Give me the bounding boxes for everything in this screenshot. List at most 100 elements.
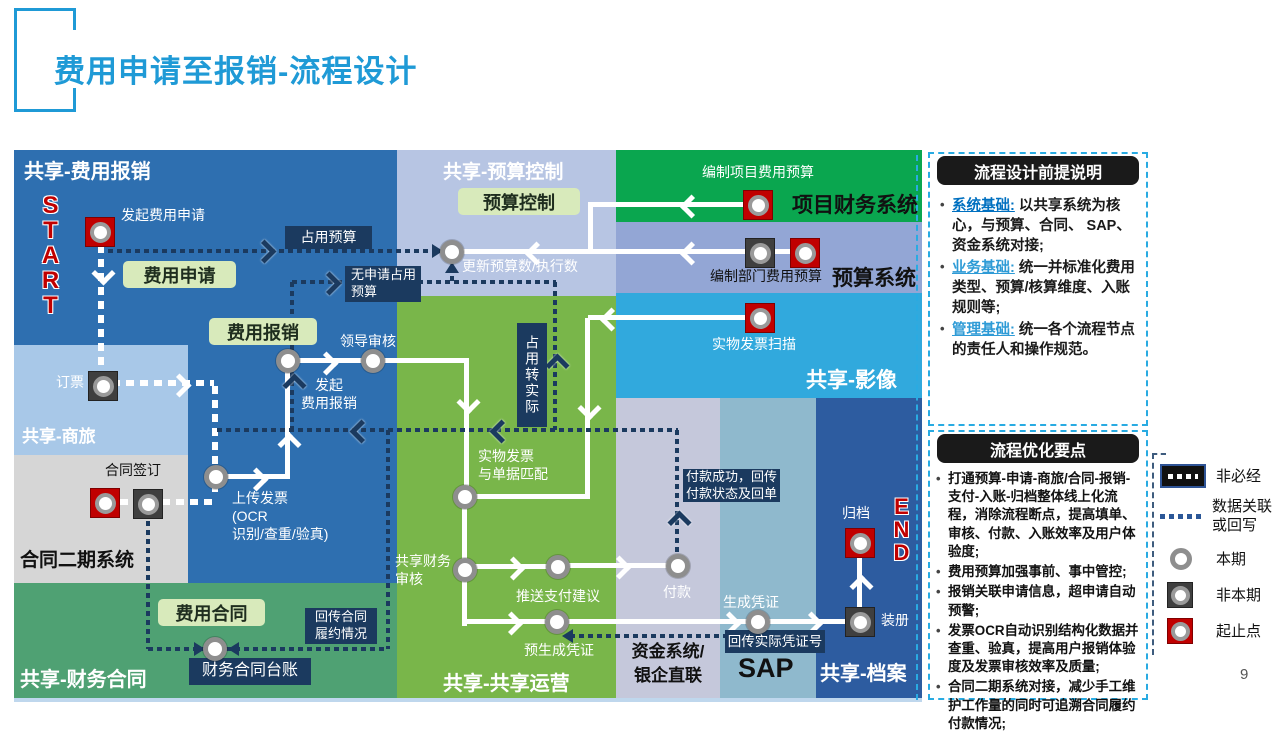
panel-optimize-body: •打通预算-申请-商旅/合同-报销-支付-入账-归档整体线上化流程，消除流程断点… bbox=[936, 470, 1142, 735]
region-label-imaging: 共享-影像 bbox=[806, 369, 897, 392]
flow-voucher-to-binding bbox=[758, 619, 860, 624]
tag-return-voucher: 回传实际凭证号 bbox=[725, 630, 825, 653]
step-push-payment: 推送支付建议 bbox=[516, 588, 600, 604]
flow-deptbudget-left bbox=[452, 249, 805, 254]
start-marker: START bbox=[37, 192, 64, 317]
flow-prevoucher-to-voucher bbox=[557, 619, 758, 624]
legend-current-icon bbox=[1170, 548, 1192, 570]
diagram-bottom-strip bbox=[14, 698, 922, 702]
node-binding bbox=[845, 607, 875, 637]
optimize-bullet: •打通预算-申请-商旅/合同-报销-支付-入账-归档整体线上化流程，消除流程断点… bbox=[936, 470, 1142, 561]
flow-binding-to-archive bbox=[857, 543, 862, 622]
region-label-budgetctl: 共享-预算控制 bbox=[443, 162, 564, 183]
region-label-fincontract: 共享-财务合同 bbox=[20, 669, 147, 691]
flow-upload-to-reimb-h bbox=[216, 474, 290, 479]
legend-datalink-icon bbox=[1160, 514, 1202, 519]
node-contract-start bbox=[90, 488, 120, 518]
step-invoice-scan: 实物发票扫描 bbox=[712, 336, 796, 352]
region-label-projfin: 项目财务系统 bbox=[792, 194, 918, 217]
node-dept-budget bbox=[745, 238, 775, 268]
optional-start-to-booking bbox=[98, 245, 104, 370]
title-bracket bbox=[14, 8, 17, 112]
arrowhead-left-icon bbox=[228, 642, 239, 656]
step-binding: 装册 bbox=[881, 612, 909, 628]
bullet-icon: • bbox=[936, 679, 941, 695]
link-return-voucher-no bbox=[570, 634, 758, 638]
bullet-icon: • bbox=[940, 259, 945, 274]
premise-bullet: •系统基础: 以共享系统为核心，与预算、合同、 SAP、资金系统对接; bbox=[940, 197, 1131, 254]
flow-leader-right bbox=[373, 358, 469, 363]
link-to-ledger-left bbox=[148, 647, 204, 651]
tag-pay-success: 付款成功，回传付款状态及回单 bbox=[683, 469, 780, 502]
region-label-operations: 共享-共享运营 bbox=[443, 673, 570, 695]
node-init-reimb bbox=[276, 349, 300, 373]
legend-noncurrent-icon bbox=[1167, 582, 1193, 608]
arrowhead-up-icon bbox=[445, 262, 459, 273]
tag-expense-request: 费用申请 bbox=[123, 261, 236, 288]
legend-optional-label: 非必经 bbox=[1216, 468, 1262, 485]
flow-projbudget-down bbox=[588, 202, 593, 253]
step-pre-voucher: 预生成凭证 bbox=[524, 642, 594, 658]
bullet-icon: • bbox=[936, 584, 941, 600]
optimize-bullet: •合同二期系统对接，减少手工维护工作量的同时可追溯合同履约付款情况; bbox=[936, 678, 1142, 733]
region-label-treasury: 资金系统/银企直联 bbox=[631, 642, 705, 685]
panel-premise-title: 流程设计前提说明 bbox=[937, 156, 1139, 185]
title-bracket-top bbox=[14, 8, 76, 11]
end-marker: END bbox=[889, 494, 914, 563]
optimize-bullet: •费用预算加强事前、事中管控; bbox=[936, 563, 1142, 581]
tag-expense-contract: 费用合同 bbox=[158, 599, 265, 626]
node-contract-ledger bbox=[203, 637, 227, 661]
arrowhead-left-icon bbox=[562, 629, 573, 643]
link-long-horizontal bbox=[217, 428, 678, 432]
premise-bullet: •业务基础: 统一并标准化费用类型、预算/核算维度、入账规则等; bbox=[940, 259, 1135, 316]
node-proj-budget bbox=[743, 190, 773, 220]
panel-optimize bbox=[928, 430, 1148, 700]
flow-push-to-pay bbox=[558, 563, 678, 568]
node-shared-review bbox=[453, 558, 477, 582]
tag-occupy-to-actual: 占用转实际 bbox=[517, 323, 547, 427]
node-end-archive bbox=[845, 528, 875, 558]
tag-expense-reimb: 费用报销 bbox=[209, 318, 317, 345]
region-label-expense: 共享-费用报销 bbox=[24, 161, 151, 183]
legend-startend-icon bbox=[1167, 618, 1193, 644]
region-label-archive: 共享-档案 bbox=[820, 663, 907, 685]
node-gen-voucher bbox=[746, 610, 770, 634]
node-push-payment bbox=[546, 555, 570, 579]
node-pay bbox=[666, 554, 690, 578]
flow-to-prevoucher bbox=[465, 619, 557, 624]
title-bracket-stub-bottom bbox=[73, 88, 76, 112]
arrowhead-right-icon bbox=[194, 642, 205, 656]
flow-projbudget-left bbox=[593, 202, 758, 207]
link-perf-to-ledger bbox=[226, 647, 386, 651]
node-start-expense-request bbox=[85, 217, 115, 247]
title-bracket-stub-top bbox=[73, 8, 76, 30]
step-initiate-request: 发起费用申请 bbox=[121, 207, 205, 223]
bullet-icon: • bbox=[940, 197, 945, 212]
node-leader-review bbox=[361, 349, 385, 373]
optimize-bullet: •发票OCR自动识别结构化数据并查重、验真，提高用户报销体验度及发票审核效率及质… bbox=[936, 622, 1142, 677]
page-title: 费用申请至报销-流程设计 bbox=[54, 54, 418, 89]
node-contract-sign bbox=[133, 489, 163, 519]
flow-review-to-push bbox=[465, 564, 558, 569]
node-invoice-match bbox=[453, 485, 477, 509]
step-proj-budget: 编制项目费用预算 bbox=[702, 164, 814, 180]
tag-budget-control: 预算控制 bbox=[458, 188, 580, 215]
legend-current-label: 本期 bbox=[1216, 551, 1247, 568]
tag-contract-perf: 回传合同履约情况 bbox=[305, 608, 377, 644]
region-label-budgetsys: 预算系统 bbox=[832, 267, 916, 290]
bullet-icon: • bbox=[936, 564, 941, 580]
flow-scan-down bbox=[585, 318, 590, 499]
step-booking: 订票 bbox=[56, 374, 84, 390]
panel-premise bbox=[928, 152, 1148, 426]
page-number: 9 bbox=[1240, 666, 1249, 683]
legend-datalink-label: 数据关联或回写 bbox=[1212, 498, 1273, 534]
optional-down-to-upload bbox=[212, 386, 218, 498]
panel-optimize-title: 流程优化要点 bbox=[937, 434, 1139, 463]
link-contract-down bbox=[146, 512, 150, 649]
link-occupy-budget bbox=[108, 249, 438, 253]
bullet-icon: • bbox=[936, 471, 941, 486]
tag-occupy-budget: 占用预算 bbox=[285, 226, 372, 249]
node-invoice-scan bbox=[745, 303, 775, 333]
premise-bullet: •管理基础: 统一各个流程节点的责任人和操作规范。 bbox=[940, 321, 1135, 358]
node-booking bbox=[88, 371, 118, 401]
